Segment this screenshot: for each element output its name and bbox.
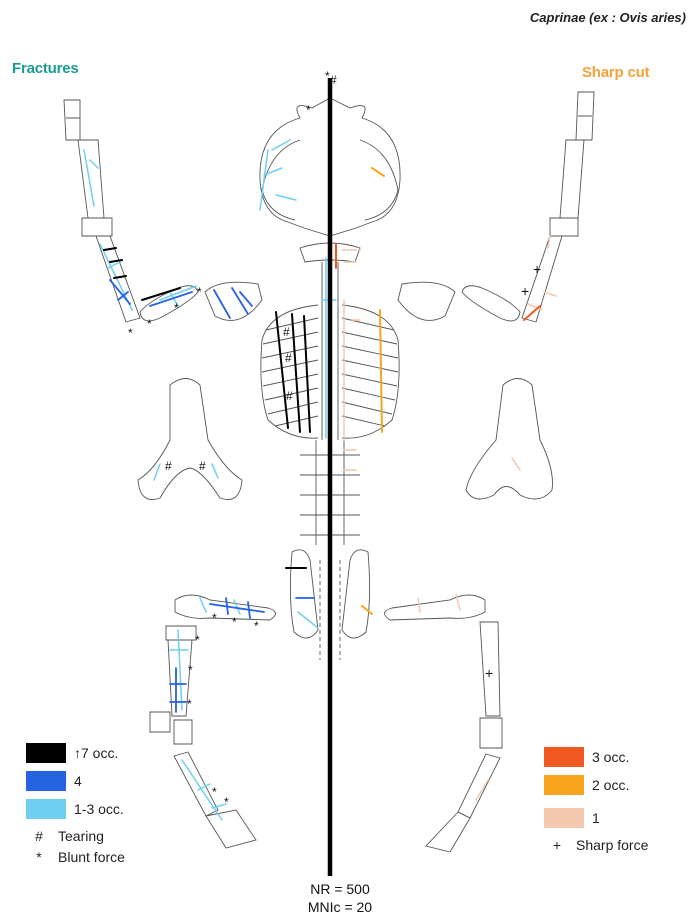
ribs-right (342, 318, 398, 426)
hash-mark: # (285, 351, 292, 365)
fracture-legend-row-low: 1-3 occ. (26, 798, 124, 820)
left-mini-skull (138, 379, 242, 500)
cut-swatch-high (544, 747, 584, 767)
tearing-symbol: # (26, 828, 52, 844)
fracture-legend-label: ↑7 occ. (74, 745, 118, 761)
cut-legend-label: 1 (592, 810, 600, 826)
tearing-legend-row: # Tearing (26, 825, 104, 847)
blunt-force-label: Blunt force (58, 849, 125, 865)
cut-high-marks (336, 244, 540, 320)
star-mark: * (147, 317, 152, 331)
fracture-legend-row-mid: 4 (26, 770, 82, 792)
fracture-swatch-high (26, 743, 66, 763)
right-metatarsal (458, 754, 500, 818)
diagram-symbols: * # * * * * * # # # # # * * * * * * * * … (128, 69, 541, 809)
hash-mark: # (199, 459, 206, 473)
right-tarsals (480, 718, 502, 748)
plus-mark: + (533, 261, 541, 277)
sharp-force-symbol: + (544, 837, 570, 853)
star-mark: * (212, 611, 217, 625)
plus-mark: + (521, 283, 529, 299)
star-mark: * (232, 615, 237, 629)
cut-legend-label: 2 occ. (592, 777, 629, 793)
left-tarsals (150, 712, 192, 744)
nr-value: NR = 500 (285, 880, 395, 898)
left-patella (166, 626, 196, 640)
fracture-legend-row-high: ↑7 occ. (26, 742, 118, 764)
plus-mark: + (485, 665, 493, 681)
right-carpals (550, 218, 578, 236)
blunt-force-legend-row: * Blunt force (26, 846, 125, 868)
left-carpals (82, 218, 112, 236)
right-metacarpal (560, 140, 584, 218)
cut-legend-row-high: 3 occ. (544, 746, 629, 768)
left-foot-phalanges (206, 810, 256, 848)
star-mark: * (174, 301, 179, 315)
fracture-swatch-low (26, 799, 66, 819)
fracture-legend-label: 1-3 occ. (74, 801, 124, 817)
right-phalanges (576, 92, 594, 140)
cut-swatch-low (544, 808, 584, 828)
right-scapula (398, 282, 455, 320)
star-mark: * (128, 326, 133, 340)
fracture-legend-label: 4 (74, 773, 82, 789)
star-mark: * (224, 795, 229, 809)
fracture-swatch-mid (26, 771, 66, 791)
right-forearm (522, 236, 562, 322)
sharp-force-legend-row: + Sharp force (544, 834, 648, 856)
star-mark: * (212, 785, 217, 799)
star-mark: * (306, 103, 311, 117)
star-mark: * (187, 697, 192, 711)
right-pelvis (342, 550, 370, 638)
tearing-label: Tearing (58, 828, 104, 844)
cut-legend-row-mid: 2 occ. (544, 774, 629, 796)
cut-legend-row-low: 1 (544, 807, 600, 829)
star-mark: * (254, 619, 259, 633)
left-metacarpal (78, 140, 104, 218)
star-mark: * (188, 663, 193, 677)
left-scapula (205, 282, 262, 320)
right-foot-phalanges (426, 812, 470, 852)
left-metatarsal (174, 752, 218, 816)
hash-mark: # (286, 389, 293, 403)
hash-mark: # (283, 325, 290, 339)
left-phalanges (64, 100, 80, 140)
sharp-force-label: Sharp force (576, 837, 648, 853)
blunt-force-symbol: * (26, 849, 52, 865)
right-humerus (462, 286, 520, 321)
cut-legend-label: 3 occ. (592, 749, 629, 765)
star-mark: * (197, 285, 202, 299)
right-femur (384, 595, 485, 620)
cut-swatch-mid (544, 775, 584, 795)
fracture-low-marks (84, 140, 336, 820)
hash-mark: # (165, 459, 172, 473)
mnic-value: MNIc = 20 (285, 898, 395, 916)
star-mark: * (195, 633, 200, 647)
right-mini-skull (466, 379, 553, 500)
cut-mid-marks (362, 168, 384, 614)
sample-stats: NR = 500 MNIc = 20 (285, 880, 395, 916)
cut-marks (336, 168, 556, 800)
hash-mark: # (330, 73, 337, 87)
fracture-marks (84, 140, 336, 820)
